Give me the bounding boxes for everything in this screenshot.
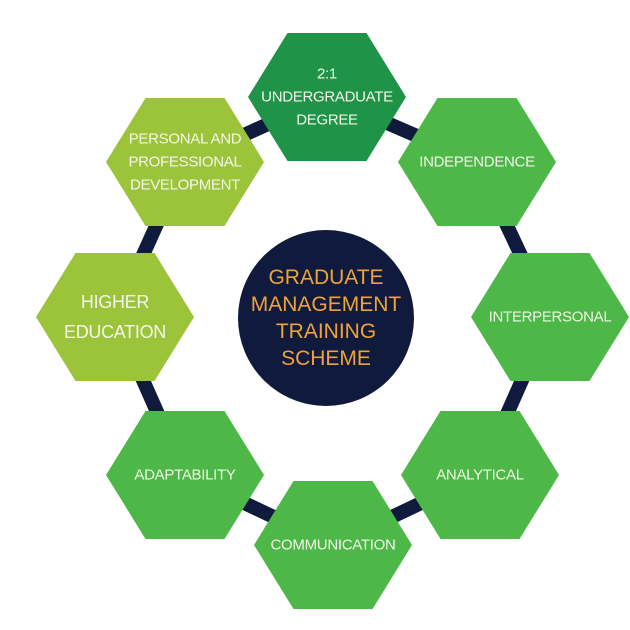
node-personal-development-hexagon	[106, 98, 264, 226]
node-higher-education-label: HIGHER EDUCATION	[64, 292, 166, 342]
node-analytical-label: ANALYTICAL	[436, 466, 524, 484]
node-undergraduate-degree-label: 2:1 UNDERGRADUATE DEGREE	[261, 65, 393, 129]
node-interpersonal-hexagon	[471, 253, 629, 381]
node-independence-label: INDEPENDENCE	[419, 153, 535, 171]
node-communication-hexagon	[254, 481, 412, 609]
node-adaptability-hexagon	[106, 411, 264, 539]
node-independence-hexagon	[398, 98, 556, 226]
center-title: GRADUATE MANAGEMENT TRAINING SCHEME	[250, 266, 402, 370]
node-interpersonal-label: INTERPERSONAL	[488, 308, 612, 326]
node-undergraduate-degree-hexagon	[248, 33, 406, 161]
node-higher-education-hexagon	[36, 253, 194, 381]
node-personal-development-label: PERSONAL AND PROFESSIONAL DEVELOPMENT	[128, 130, 242, 194]
node-adaptability-label: ADAPTABILITY	[134, 466, 236, 484]
node-communication-label: COMMUNICATION	[270, 536, 396, 554]
node-analytical-hexagon	[401, 411, 559, 539]
center-circle	[238, 230, 414, 406]
